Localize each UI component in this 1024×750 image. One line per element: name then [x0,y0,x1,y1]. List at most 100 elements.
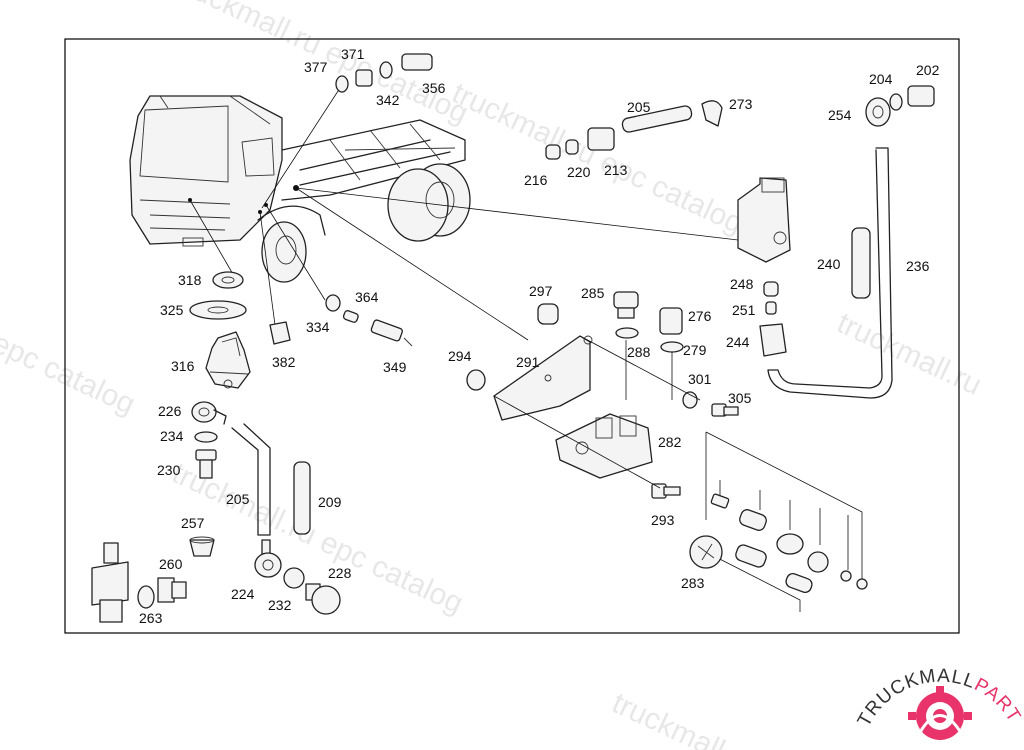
label-334: 334 [306,319,330,335]
part-316-valve[interactable] [205,331,251,389]
watermark-text: truckmall.ru epc catalog [447,76,748,240]
part-377-ring[interactable] [335,75,349,93]
label-291: 291 [516,354,540,370]
label-297: 297 [529,283,553,299]
part-205-tube[interactable] [621,105,693,133]
diagram-frame [64,38,960,634]
part-342-ring[interactable] [379,61,393,79]
part-288-ring[interactable] [615,327,639,339]
part-valve-body[interactable] [737,177,791,263]
part-294-ring[interactable] [466,369,486,391]
label-209: 209 [318,494,342,510]
label-205: 205 [226,491,250,507]
part-240-tube[interactable] [851,227,871,299]
label-301: 301 [688,371,712,387]
leader-lines [493,335,701,489]
label-294: 294 [448,348,472,364]
label-234: 234 [160,428,184,444]
part-234-ring[interactable] [194,431,218,443]
part-382-sensor[interactable] [269,321,291,345]
part-209-tube[interactable] [293,461,311,535]
label-263: 263 [139,610,163,626]
part-248-sleeve[interactable] [763,281,779,297]
part-205-hose[interactable] [231,423,271,536]
part-371-nut[interactable] [355,69,373,87]
part-273-clip[interactable] [701,100,723,127]
label-371: 371 [341,46,365,62]
label-325: 325 [160,302,184,318]
part-356-switch[interactable] [401,53,433,71]
label-230: 230 [157,462,181,478]
part-254-banjo[interactable] [865,97,891,127]
label-240: 240 [817,256,841,272]
part-number-labels: 377 371 342 356 318 325 316 226 234 230 … [139,46,940,626]
label-232: 232 [268,597,292,613]
label-356: 356 [422,80,446,96]
truck-illustration [129,95,471,283]
part-263-ring[interactable] [137,585,155,609]
part-276-fitting[interactable] [659,307,683,335]
watermark-text: truckmall.ru [607,686,761,750]
label-220: 220 [567,164,591,180]
label-316: 316 [171,358,195,374]
part-325-washer[interactable] [189,300,247,320]
part-282-valve[interactable] [555,413,653,479]
label-283: 283 [681,575,705,591]
part-293-bolt[interactable] [651,483,681,499]
part-224-banjo[interactable] [254,539,282,578]
label-364: 364 [355,289,379,305]
label-248: 248 [730,276,754,292]
label-288: 288 [627,344,651,360]
part-230-bolt[interactable] [195,449,217,479]
part-216-sleeve[interactable] [545,144,561,160]
label-236: 236 [906,258,930,274]
label-260: 260 [159,556,183,572]
label-342: 342 [376,92,400,108]
label-224: 224 [231,586,255,602]
label-216: 216 [524,172,548,188]
part-236-pipe[interactable] [767,147,893,399]
part-226-banjo[interactable] [191,401,227,425]
part-285-plug[interactable] [613,291,639,319]
part-305-bolt[interactable] [711,403,739,417]
part-cylinder[interactable] [91,542,129,623]
part-260-fitting[interactable] [157,577,187,603]
label-254: 254 [828,107,852,123]
label-318: 318 [178,272,202,288]
part-297-bush[interactable] [537,303,559,325]
part-283-repair-kit[interactable] [689,431,868,612]
label-285: 285 [581,285,605,301]
part-228-plug[interactable] [305,583,341,615]
part-364-sleeve[interactable] [342,310,359,323]
part-301-ring[interactable] [682,391,698,409]
part-213-nut[interactable] [587,127,615,151]
label-205b: 205 [627,99,651,115]
label-293: 293 [651,512,675,528]
label-257: 257 [181,515,205,531]
leader-lines [189,87,739,341]
part-334-ring[interactable] [325,294,341,312]
part-220-ring[interactable] [565,139,579,155]
part-232-ring[interactable] [283,567,305,589]
label-213: 213 [604,162,628,178]
label-276: 276 [688,308,712,324]
label-377: 377 [304,59,328,75]
label-251: 251 [732,302,756,318]
label-382: 382 [272,354,296,370]
part-204-ring[interactable] [889,93,903,111]
part-202-bolt[interactable] [907,85,935,107]
label-226: 226 [158,403,182,419]
gear-icon [908,686,972,743]
label-282: 282 [658,434,682,450]
label-279: 279 [683,342,707,358]
part-244-nut[interactable] [759,323,787,357]
part-318-nut[interactable] [212,271,244,289]
label-273: 273 [729,96,753,112]
part-291-bracket[interactable] [493,335,593,421]
part-279-ring[interactable] [660,341,684,353]
part-251-sleeve[interactable] [765,301,777,315]
part-349-switch[interactable] [370,319,413,347]
label-202: 202 [916,62,940,78]
part-257-cap[interactable] [189,536,215,557]
